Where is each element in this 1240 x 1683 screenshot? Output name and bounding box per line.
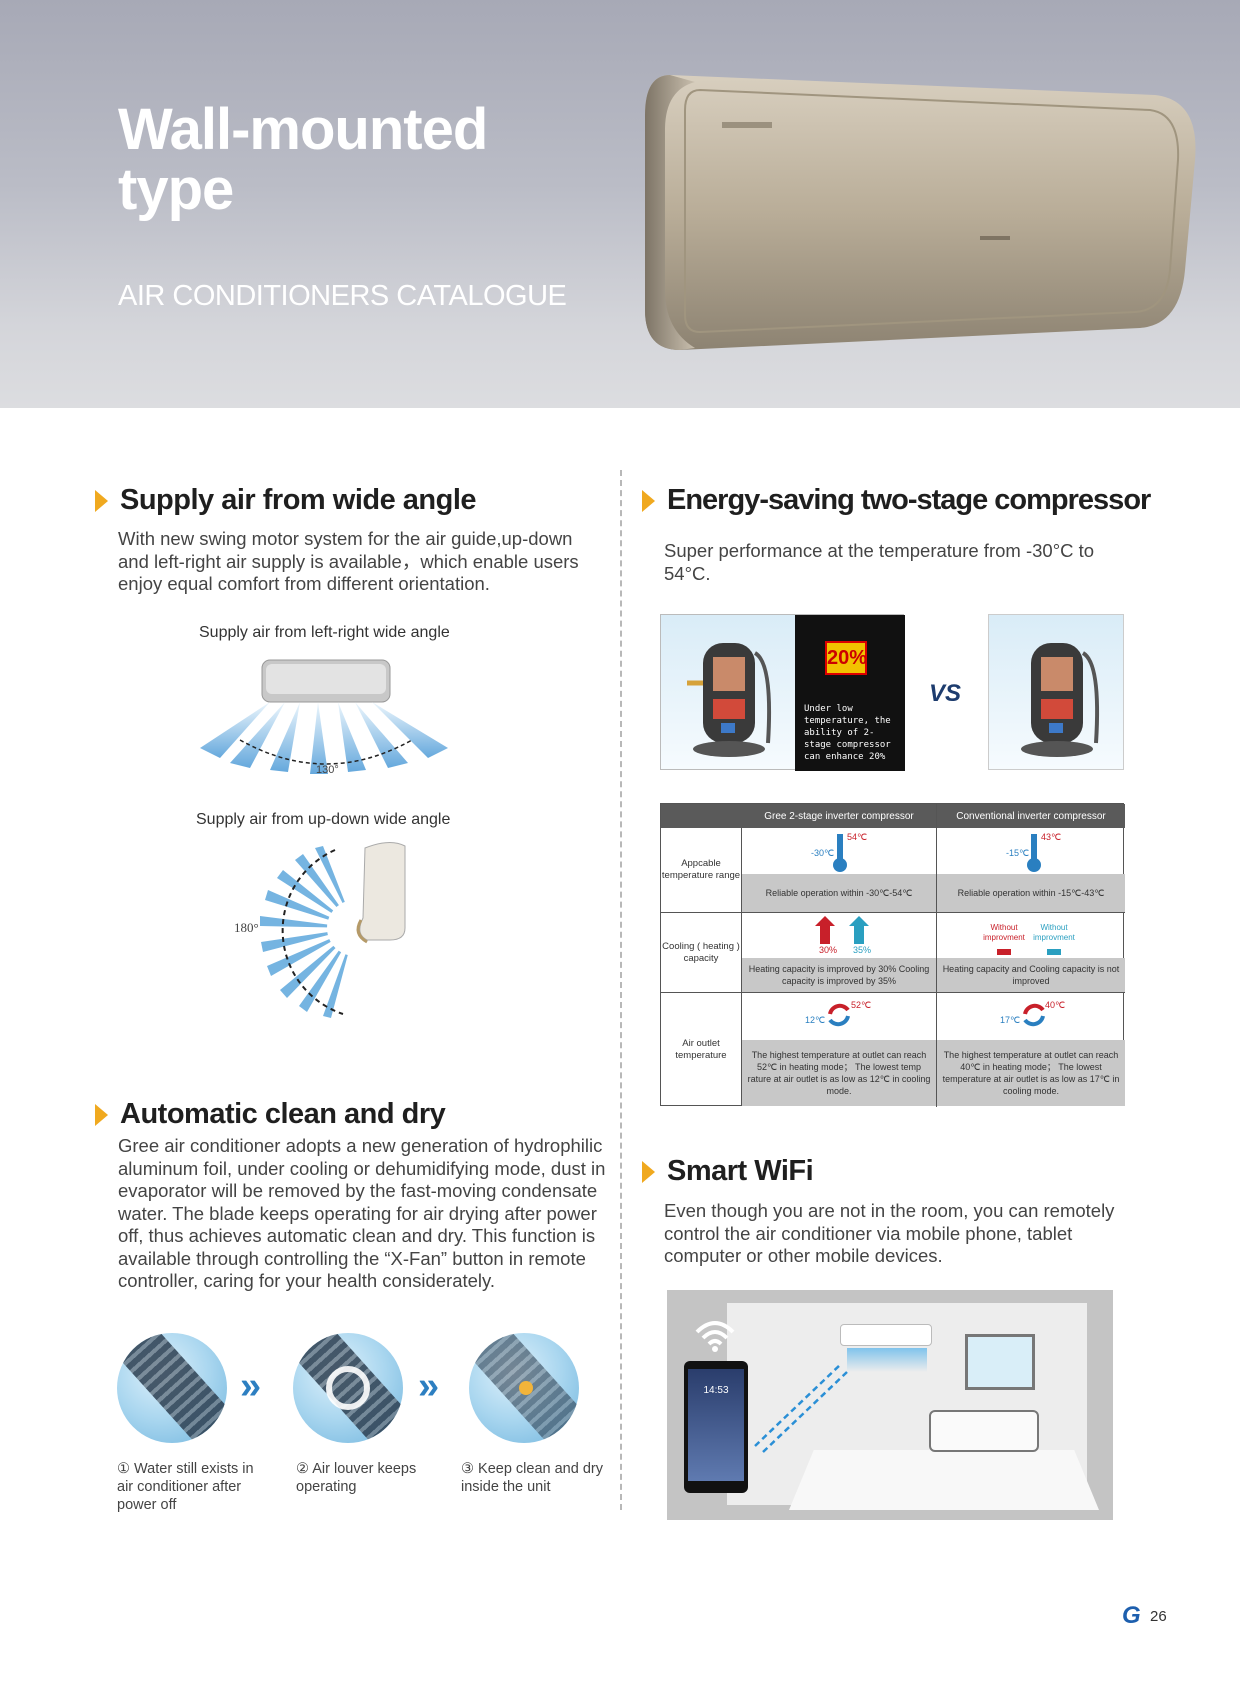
- wide-angle-description: With new swing motor system for the air …: [118, 528, 579, 594]
- mobile-phone-icon: 14:53: [684, 1361, 748, 1493]
- thermometer-bulb: [1027, 858, 1041, 872]
- airflow-icon: [847, 1348, 927, 1372]
- sofa-icon: [929, 1410, 1039, 1452]
- section-wifi-heading: Smart WiFi: [642, 1155, 814, 1188]
- two-stage-compressor-image: 20% Under low temperature, the ability o…: [660, 614, 905, 771]
- chevron-right-icon: »: [240, 1365, 262, 1407]
- angle-130-label: 130°: [316, 764, 339, 776]
- air-conditioner-image: [645, 75, 1196, 350]
- up-down-airflow-illustration: [260, 842, 406, 1018]
- brand-logo: G: [1122, 1602, 1141, 1629]
- step-1-label: ① Water still exists in air conditioner …: [117, 1461, 254, 1513]
- table-vline: [936, 804, 937, 1107]
- section-title: Energy-saving two-stage compressor: [667, 484, 1151, 516]
- window-icon: [965, 1334, 1035, 1390]
- temp-low: -30℃: [811, 848, 835, 858]
- triangle-bullet-icon: [95, 489, 108, 512]
- wifi-icon: [695, 1321, 735, 1352]
- compressor-description: Super performance at the temperature fro…: [664, 540, 1095, 584]
- signal-arrows-icon: [754, 1363, 848, 1453]
- outlet-high: 40℃: [1045, 1000, 1066, 1010]
- caption-left-right: Supply air from left-right wide angle: [199, 624, 450, 641]
- twenty-percent-badge: 20%: [825, 641, 867, 675]
- compressor-icon: [1021, 643, 1100, 757]
- section-compressor-heading: Energy-saving two-stage compressor: [642, 484, 1151, 517]
- table-row-label: Cooling ( heating ) capacity: [661, 913, 742, 992]
- table-header-conventional: Conventional inverter compressor: [936, 804, 1125, 828]
- table-cell: The highest temperature at outlet can re…: [937, 1040, 1125, 1106]
- triangle-bullet-icon: [642, 489, 655, 512]
- temp-low: -15℃: [1006, 848, 1030, 858]
- conventional-compressor-image: [988, 614, 1124, 770]
- section-title: Automatic clean and dry: [120, 1098, 446, 1130]
- table-cell: The highest temperature at outlet can re…: [742, 1040, 936, 1106]
- without-improvement-cool: Without improvment: [1033, 923, 1075, 942]
- title-line-2: type: [118, 157, 234, 222]
- cycle-arrows-icon: [1023, 1003, 1045, 1027]
- page-title: Wall-mounted type: [118, 97, 488, 222]
- step-2-label: ② Air louver keeps operating: [296, 1461, 417, 1495]
- table-hline: [661, 912, 1125, 913]
- badge-caption: Under low temperature, the ability of 2-…: [804, 704, 891, 762]
- cool-percent: 35%: [853, 945, 872, 955]
- page-subtitle: AIR CONDITIONERS CATALOGUE: [118, 280, 567, 312]
- left-right-airflow-illustration: [200, 659, 448, 774]
- table-cell: Reliable operation within -15℃-43℃: [937, 874, 1125, 912]
- step-1-image: [117, 1333, 227, 1443]
- table-cell: Heating capacity and Cooling capacity is…: [937, 958, 1125, 992]
- step-2-image: [293, 1333, 403, 1443]
- table-row-label: Appcable temperature range: [661, 828, 742, 912]
- heat-bar: [997, 949, 1011, 955]
- outlet-low: 12℃: [805, 1015, 826, 1025]
- ac-unit-icon: [840, 1324, 932, 1346]
- smart-wifi-illustration: 14:53: [667, 1290, 1113, 1520]
- thermometer-icon: [837, 834, 843, 862]
- page-number: 26: [1150, 1608, 1167, 1625]
- temp-high: 54℃: [847, 832, 868, 842]
- table-header-blank: [661, 804, 742, 828]
- temp-high: 43℃: [1041, 832, 1062, 842]
- table-header-gree: Gree 2-stage inverter compressor: [742, 804, 936, 828]
- table-cell: Reliable operation within -30℃-54℃: [742, 874, 936, 912]
- thermometer-icon: [1031, 834, 1037, 862]
- heat-percent: 30%: [819, 945, 838, 955]
- clean-dry-description: Gree air conditioner adopts a new genera…: [118, 1135, 606, 1291]
- section-clean-dry-heading: Automatic clean and dry: [95, 1098, 446, 1131]
- comparison-table: Gree 2-stage inverter compressor Convent…: [660, 803, 1125, 1107]
- title-line-1: Wall-mounted: [118, 97, 488, 162]
- outlet-high: 52℃: [851, 1000, 872, 1010]
- column-divider: [620, 470, 622, 1510]
- table-row-label: Air outlet temperature: [661, 993, 742, 1106]
- triangle-bullet-icon: [95, 1103, 108, 1126]
- cycle-arrows-icon: [828, 1003, 850, 1027]
- without-improvement-heat: Without improvment: [983, 923, 1025, 942]
- section-title: Supply air from wide angle: [120, 484, 477, 516]
- vs-label: VS: [929, 680, 962, 707]
- outlet-low: 17℃: [1000, 1015, 1021, 1025]
- step-3-image: [469, 1333, 579, 1443]
- step-3-label: ③ Keep clean and dry inside the unit: [461, 1461, 603, 1495]
- capacity-arrows-icon: [815, 916, 869, 944]
- compressor-icon: [687, 643, 772, 757]
- header-banner: Wall-mounted type AIR CONDITIONERS CATAL…: [0, 0, 1240, 408]
- wifi-description: Even though you are not in the room, you…: [664, 1200, 1115, 1266]
- caption-up-down: Supply air from up-down wide angle: [196, 811, 451, 828]
- section-wide-angle-heading: Supply air from wide angle: [95, 484, 477, 517]
- thermometer-bulb: [833, 858, 847, 872]
- table-hline: [661, 992, 1125, 993]
- table-cell: Heating capacity is improved by 30% Cool…: [742, 958, 936, 992]
- section-title: Smart WiFi: [667, 1155, 814, 1187]
- angle-180-label: 180°: [234, 920, 259, 935]
- chevron-right-icon: »: [418, 1365, 440, 1407]
- triangle-bullet-icon: [642, 1160, 655, 1183]
- phone-time: 14:53: [703, 1385, 729, 1396]
- cool-bar: [1047, 949, 1061, 955]
